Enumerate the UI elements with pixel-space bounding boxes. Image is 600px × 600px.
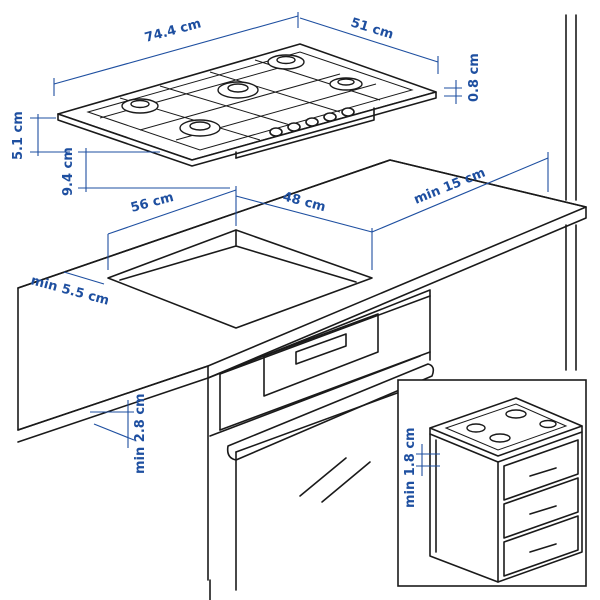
wall-corner xyxy=(209,14,577,600)
oven-cabinet xyxy=(207,289,435,591)
label-cutout-width: 48 cm xyxy=(281,189,327,215)
label-hob-thickness: 0.8 cm xyxy=(467,53,482,102)
countertop-cutout xyxy=(107,229,373,329)
dimension-lines xyxy=(30,12,549,448)
label-total-height: 9.4 cm xyxy=(61,147,76,196)
inset-panel xyxy=(397,379,587,587)
countertop xyxy=(17,159,587,443)
label-min-back: min 15 cm xyxy=(412,165,488,207)
label-min-below: min 2.8 cm xyxy=(133,393,148,474)
label-cutout-depth: 56 cm xyxy=(129,190,175,216)
label-min-front: min 5.5 cm xyxy=(29,273,111,308)
label-hob-depth: 51 cm xyxy=(349,15,395,42)
gas-hob xyxy=(57,43,437,167)
label-inset-min-below: min 1.8 cm xyxy=(403,427,418,508)
label-hob-height: 5.1 cm xyxy=(11,111,26,160)
label-hob-width: 74.4 cm xyxy=(143,16,203,45)
